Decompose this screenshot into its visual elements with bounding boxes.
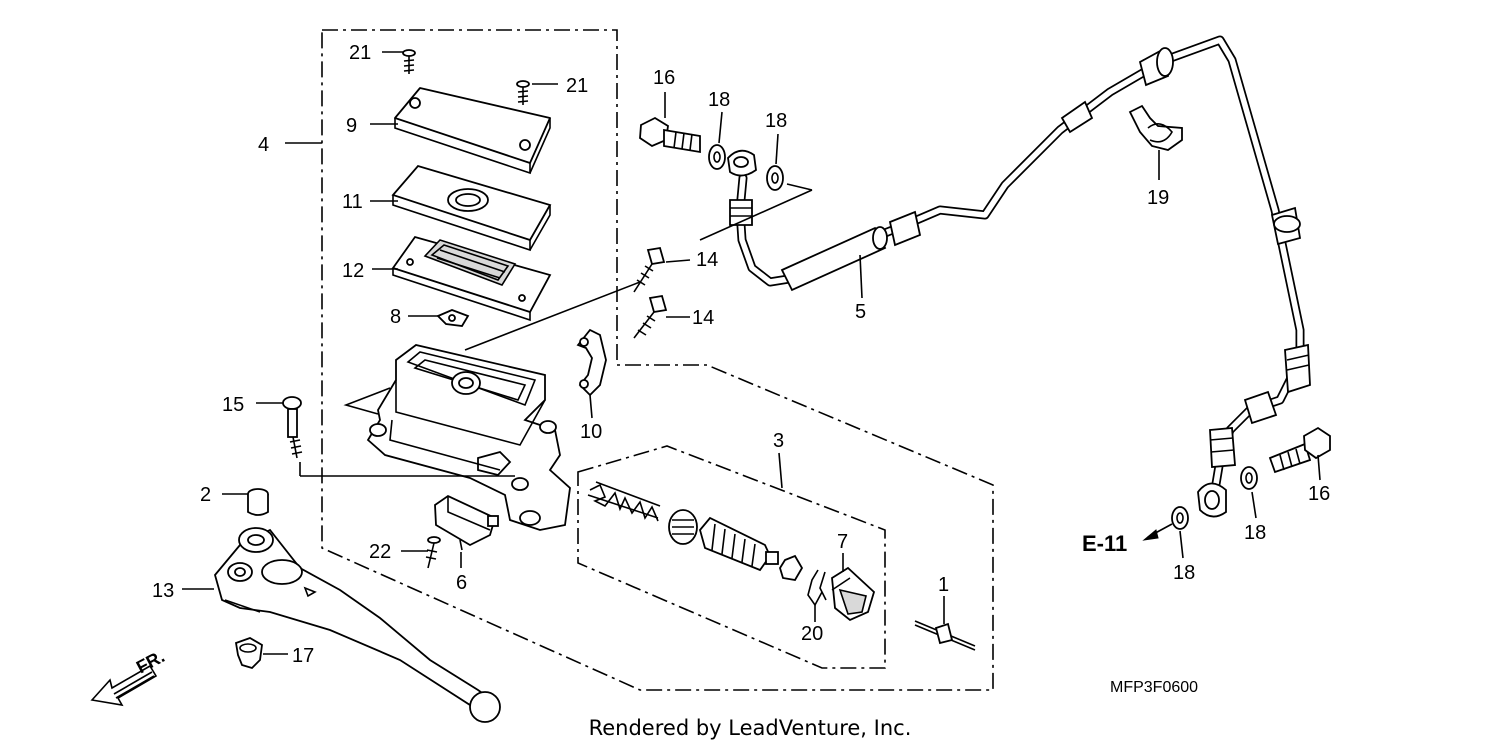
pushrod-1 [914,620,976,651]
screw-22 [425,536,441,569]
callout-8: 8 [390,306,401,328]
hose-clip-19 [1128,104,1183,151]
reservoir-plate [391,164,552,252]
bolt-14-lower [633,294,668,339]
callout-6: 6 [456,572,467,594]
screw-21-top [402,49,416,74]
washer-18-b [766,165,784,191]
callout-18-a: 18 [708,89,730,111]
callout-18-c: 18 [1173,562,1195,584]
section-arrow [1142,523,1173,541]
clip-8 [436,309,470,327]
washer-18-c [1171,506,1189,530]
callout-21-right: 21 [566,75,588,97]
bolt-14-upper [633,246,666,293]
leader-lines [182,51,1321,655]
clutch-hose [727,35,1311,518]
front-direction-arrow [90,664,158,707]
piston-end [779,554,804,581]
callout-19: 19 [1147,187,1169,209]
callout-5: 5 [855,301,866,323]
diaphragm [391,235,552,322]
part-callouts: 21 21 9 4 11 12 8 15 2 13 17 22 6 10 14 … [152,42,1330,667]
callout-16-right: 16 [1308,483,1330,505]
diagram-code: MFP3F0600 [1110,679,1198,696]
callout-10: 10 [580,421,602,443]
callout-21-top: 21 [349,42,371,64]
callout-9: 9 [346,115,357,137]
master-cylinder-body [366,344,571,531]
callout-7: 7 [837,531,848,553]
callout-14-lower: 14 [692,307,714,329]
callout-3: 3 [773,430,784,452]
callout-20: 20 [801,623,823,645]
boot-7 [831,566,876,622]
pivot-bolt-15 [282,396,303,459]
clutch-lever [214,527,501,723]
callout-12: 12 [342,260,364,282]
footer-text: Rendered by LeadVenture, Inc. [588,716,912,740]
callout-13: 13 [152,580,174,602]
rubber-17 [234,637,263,670]
banjo-bolt-16-left [639,116,701,154]
section-reference-label: E-11 [1082,531,1127,556]
callout-18-b: 18 [765,110,787,132]
callout-4: 4 [258,134,269,156]
callout-17: 17 [292,645,314,667]
clamp-holder [576,328,607,397]
assembly-boundary-piston-kit [577,445,886,669]
callout-14-upper: 14 [696,249,718,271]
callout-1: 1 [938,574,949,596]
callout-2: 2 [200,484,211,506]
assembly-boundary-master-cylinder [321,29,994,691]
footer-credit: Rendered by LeadVenture, Inc. [0,716,1500,740]
piston [699,516,779,572]
callout-11: 11 [342,191,363,213]
dust-cap-2 [247,488,269,516]
banjo-bolt-16-right [1268,426,1331,474]
callout-22: 22 [369,541,391,563]
return-spring [587,481,661,522]
washer-18-a [708,144,726,170]
reservoir-cap [394,87,551,175]
callout-16-left: 16 [653,67,675,89]
callout-18-d: 18 [1244,522,1266,544]
piston-cup [668,509,698,545]
circlip-20 [807,569,827,607]
callout-15: 15 [222,394,244,416]
clutch-switch [434,494,499,551]
washer-18-d [1240,466,1258,490]
screw-21-right [516,80,530,105]
